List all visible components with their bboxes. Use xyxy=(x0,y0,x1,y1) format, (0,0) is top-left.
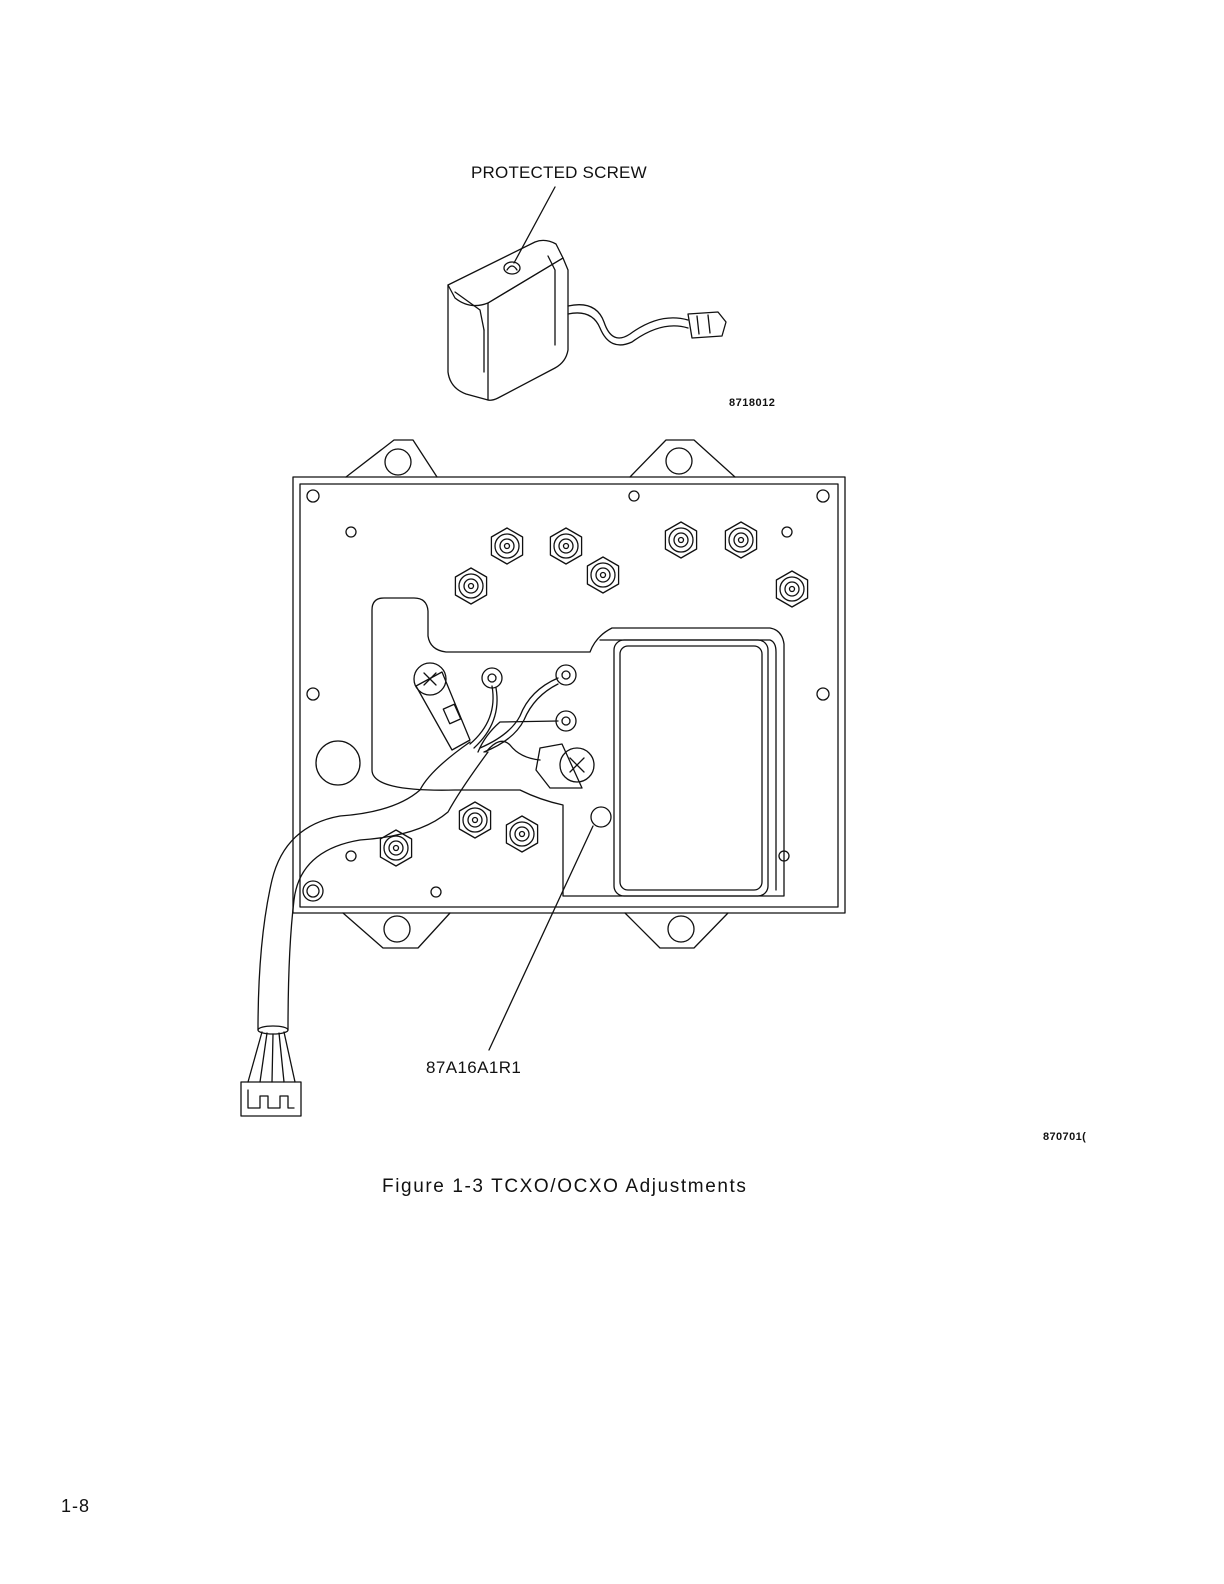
protected-screw-label: PROTECTED SCREW xyxy=(471,163,647,183)
r1-leader xyxy=(489,826,593,1050)
ocxo-assembly xyxy=(293,440,845,1050)
hex-nut-connector xyxy=(550,528,581,564)
mounting-hole xyxy=(668,916,694,942)
mounting-hole xyxy=(385,449,411,475)
tcxo-module xyxy=(448,187,726,400)
hex-nut-connector xyxy=(506,816,537,852)
hex-nut-connector xyxy=(459,802,490,838)
page-number: 1-8 xyxy=(61,1496,90,1517)
mounting-hole xyxy=(666,448,692,474)
hex-nut-connector xyxy=(665,522,696,558)
protected-screw-leader xyxy=(514,187,555,263)
adjustment-hole-r1 xyxy=(591,807,611,827)
figure-caption: Figure 1-3 TCXO/OCXO Adjustments xyxy=(382,1176,748,1198)
mounting-hole xyxy=(384,916,410,942)
hex-nut-connector xyxy=(776,571,807,607)
hex-nut-connector xyxy=(587,557,618,593)
hex-nut-connector xyxy=(455,568,486,604)
r1-adjust-label: 87A16A1R1 xyxy=(426,1058,521,1078)
wiring xyxy=(241,663,594,1116)
drawing-code-ocxo: 870701( xyxy=(1043,1131,1086,1143)
drawing-code-tcxo: 8718012 xyxy=(729,397,775,409)
hex-nut-connector xyxy=(725,522,756,558)
hex-nut-connector xyxy=(491,528,522,564)
